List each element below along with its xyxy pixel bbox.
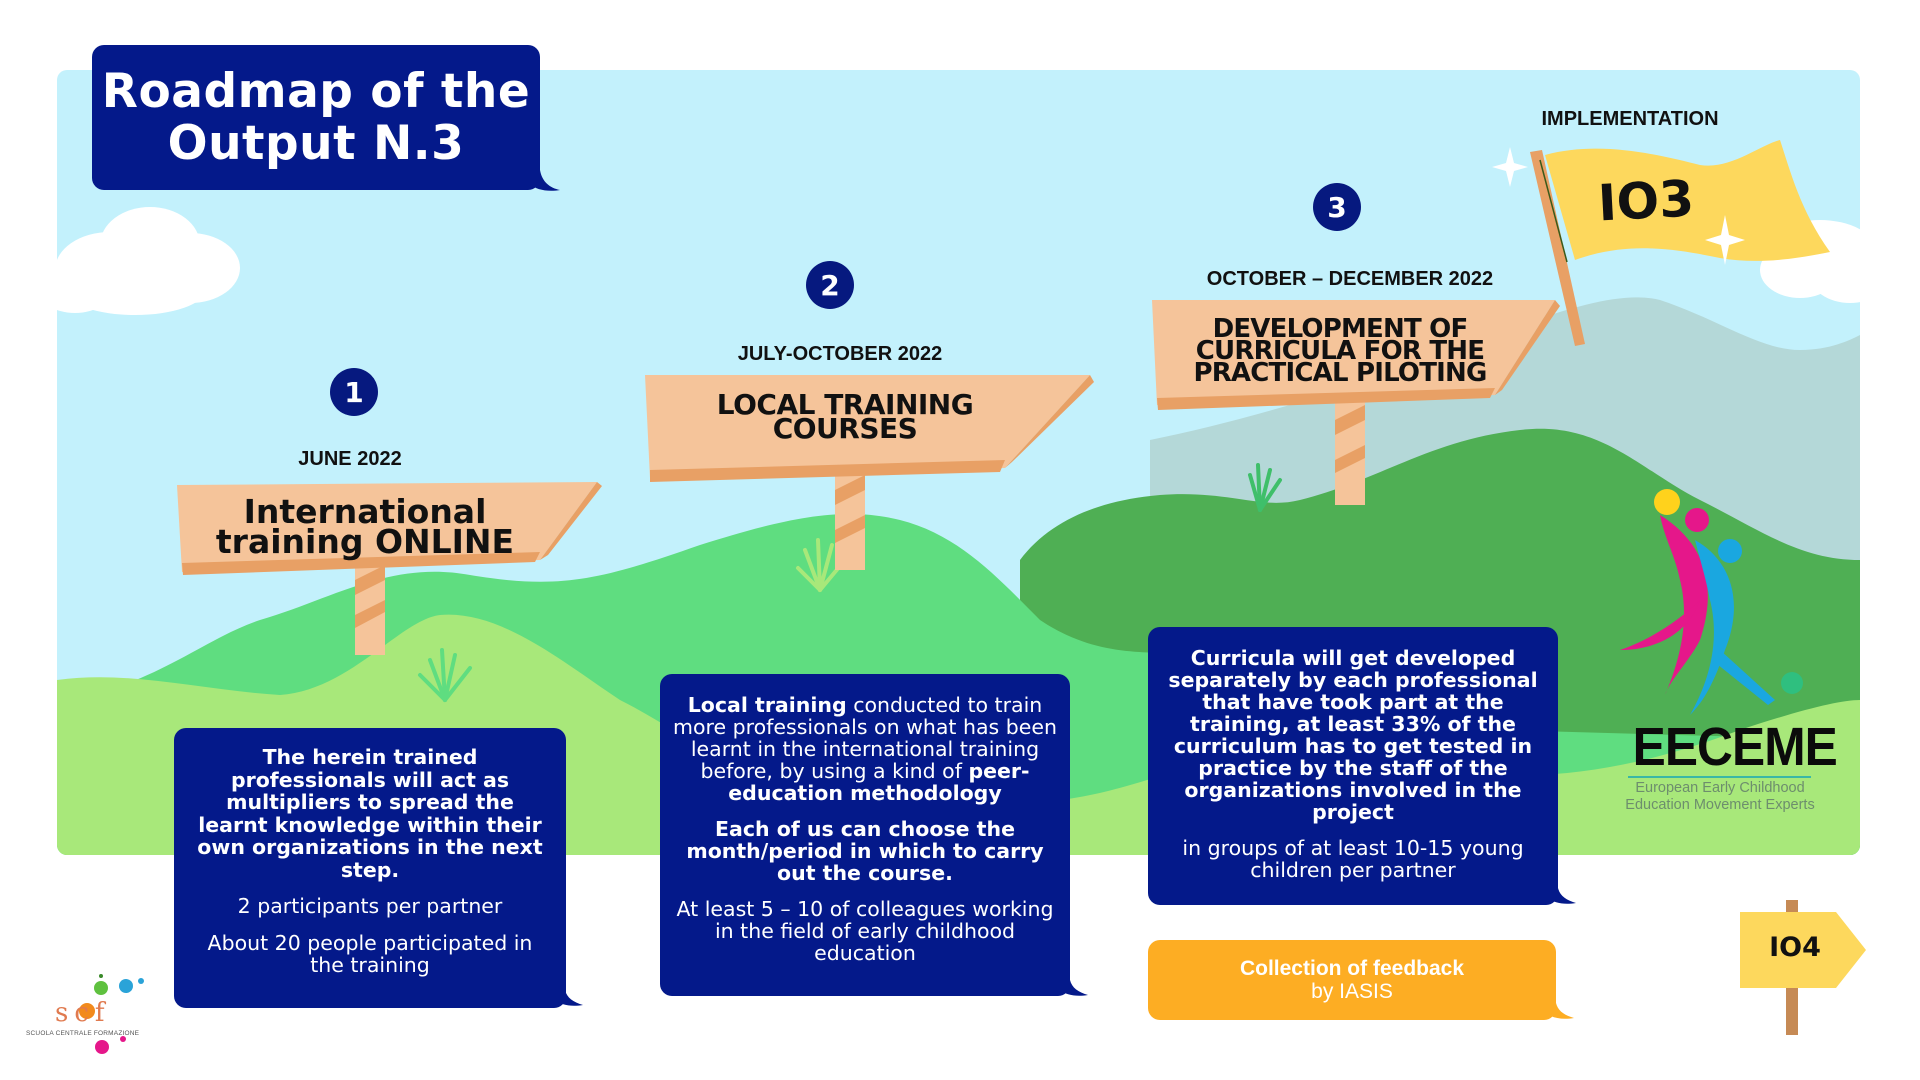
step-1-date: JUNE 2022	[298, 448, 402, 470]
step-3-paragraph-2: in groups of at least 10-15 young childr…	[1182, 836, 1524, 882]
step-1-number-badge: 1	[330, 368, 378, 416]
step-3-number-badge: 3	[1313, 183, 1361, 231]
step-2-sign-title: LOCAL TRAINING COURSES	[680, 388, 1010, 445]
step-3-date: OCTOBER – DECEMBER 2022	[1206, 268, 1494, 290]
eeceme-logo-subtitle: European Early Childhood Education Movem…	[1622, 780, 1818, 814]
io3-flag	[1530, 140, 1830, 346]
title-speech-tail	[530, 170, 560, 191]
step-1-speech-tail	[555, 990, 583, 1006]
eeceme-logo-wordmark: EECEME	[1632, 717, 1838, 777]
feedback-line-2: by IASIS	[1311, 980, 1393, 1003]
page-title: Roadmap of the Output N.3	[92, 45, 540, 190]
step-2-bold-tail: peer-education methodology	[728, 759, 1030, 805]
step-2-speech-tail	[1060, 980, 1088, 996]
step-2-sign-line-2: COURSES	[772, 412, 918, 445]
feedback-speech-tail	[1546, 1003, 1574, 1019]
feedback-box: Collection of feedback by IASIS	[1148, 940, 1556, 1020]
io4-signpost	[1740, 900, 1866, 1035]
step-1-sign-line-1: International	[243, 492, 487, 531]
grass-tuft-3	[1248, 463, 1282, 512]
step-3-sign-line-1: DEVELOPMENT OF	[1212, 314, 1469, 344]
eeceme-subtitle-line-2: Education Movement Experts	[1625, 797, 1815, 813]
step-1-paragraph-2: 2 participants per partner	[237, 894, 503, 918]
step-1-sign-line-2: training ONLINE	[215, 522, 515, 561]
step-3-speech-tail	[1548, 888, 1576, 904]
step-3-sign-title: DEVELOPMENT OF CURRICULA FOR THE PRACTIC…	[1170, 314, 1510, 388]
step-1-paragraph-1: The herein trained professionals will ac…	[197, 745, 543, 882]
grass-tuft-1	[418, 648, 472, 702]
step-2-text-mid: conducted to train more professionals on…	[673, 693, 1057, 783]
implementation-label: IMPLEMENTATION	[1541, 108, 1719, 130]
step-3-sign-line-3: PRACTICAL PILOTING	[1193, 358, 1487, 388]
step-2-paragraph-3: At least 5 – 10 of colleagues working in…	[676, 897, 1054, 965]
step-3-description-box: Curricula will get developed separately …	[1148, 627, 1558, 905]
title-line-2: Output N.3	[167, 115, 465, 171]
step-2-date: JULY-OCTOBER 2022	[737, 343, 943, 365]
step-2-paragraph-2: Each of us can choose the month/period i…	[686, 817, 1044, 885]
scf-logo-subtitle: SCUOLA CENTRALE FORMAZIONE	[26, 1030, 140, 1037]
feedback-line-1: Collection of feedback	[1239, 957, 1465, 980]
sparkle-icon	[1492, 147, 1745, 265]
step-2-description-box: Local training conducted to train more p…	[660, 674, 1070, 996]
io4-sign-text: IO4	[1769, 932, 1821, 963]
step-3-sign-line-2: CURRICULA FOR THE	[1195, 336, 1485, 366]
step-2-sign-line-1: LOCAL TRAINING	[716, 388, 974, 421]
eeceme-logo-figures	[1620, 489, 1803, 715]
scf-logo-dots	[79, 974, 144, 1054]
cloud-left	[57, 207, 240, 315]
step-3-paragraph-1: Curricula will get developed separately …	[1168, 646, 1538, 824]
io3-flag-text: IO3	[1596, 169, 1696, 233]
step-1-description-box: The herein trained professionals will ac…	[174, 728, 566, 1008]
step-2-paragraph-1: Local training conducted to train more p…	[672, 694, 1058, 804]
step-2-number-badge: 2	[806, 261, 854, 309]
scf-logo-letters: scf	[55, 998, 111, 1028]
eeceme-logo-underline	[1628, 776, 1811, 778]
title-line-1: Roadmap of the	[101, 63, 531, 119]
signpost-1	[177, 482, 602, 655]
eeceme-subtitle-line-1: European Early Childhood	[1635, 780, 1805, 796]
signpost-2	[645, 375, 1094, 570]
step-1-paragraph-3: About 20 people participated in the trai…	[207, 930, 533, 977]
step-2-bold-lead: Local training	[687, 693, 847, 717]
signpost-3	[1152, 300, 1560, 505]
step-1-sign-title: International training ONLINE	[200, 492, 530, 561]
